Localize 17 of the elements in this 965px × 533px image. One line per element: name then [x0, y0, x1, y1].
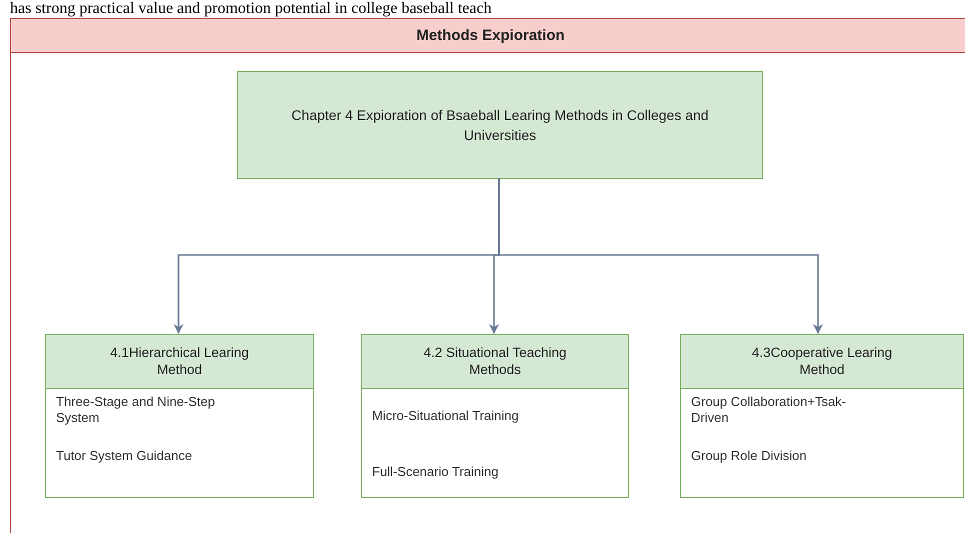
- method-item: Micro-Situational Training: [372, 408, 520, 424]
- method-item: Group Role Division: [691, 448, 808, 464]
- method-card: [680, 334, 964, 498]
- method-item: Group Collaboration+Tsak-Driven: [691, 394, 847, 426]
- chapter-box: Chapter 4 Expioration of Bsaeball Learing Methods in Colleges and Universities: [237, 71, 763, 179]
- container-frame: [10, 18, 965, 533]
- container-title: Methods Expioration: [11, 19, 965, 53]
- method-item: Tutor System Guidance: [56, 448, 194, 464]
- method-card: [361, 334, 629, 498]
- method-item: Three-Stage and Nine-Step System: [56, 394, 216, 426]
- method-item: Full-Scenario Training: [372, 464, 500, 480]
- card-header: 4.2 Situational Teaching Methods: [362, 335, 628, 389]
- body-text: has strong practical value and promotion potential in college baseball teach: [10, 0, 492, 18]
- method-card: [45, 334, 314, 498]
- connector-arrow: [498, 178, 823, 334]
- card-header: 4.1Hierarchical Learing Method: [46, 335, 313, 389]
- card-header: 4.3Cooperative Learing Method: [681, 335, 963, 389]
